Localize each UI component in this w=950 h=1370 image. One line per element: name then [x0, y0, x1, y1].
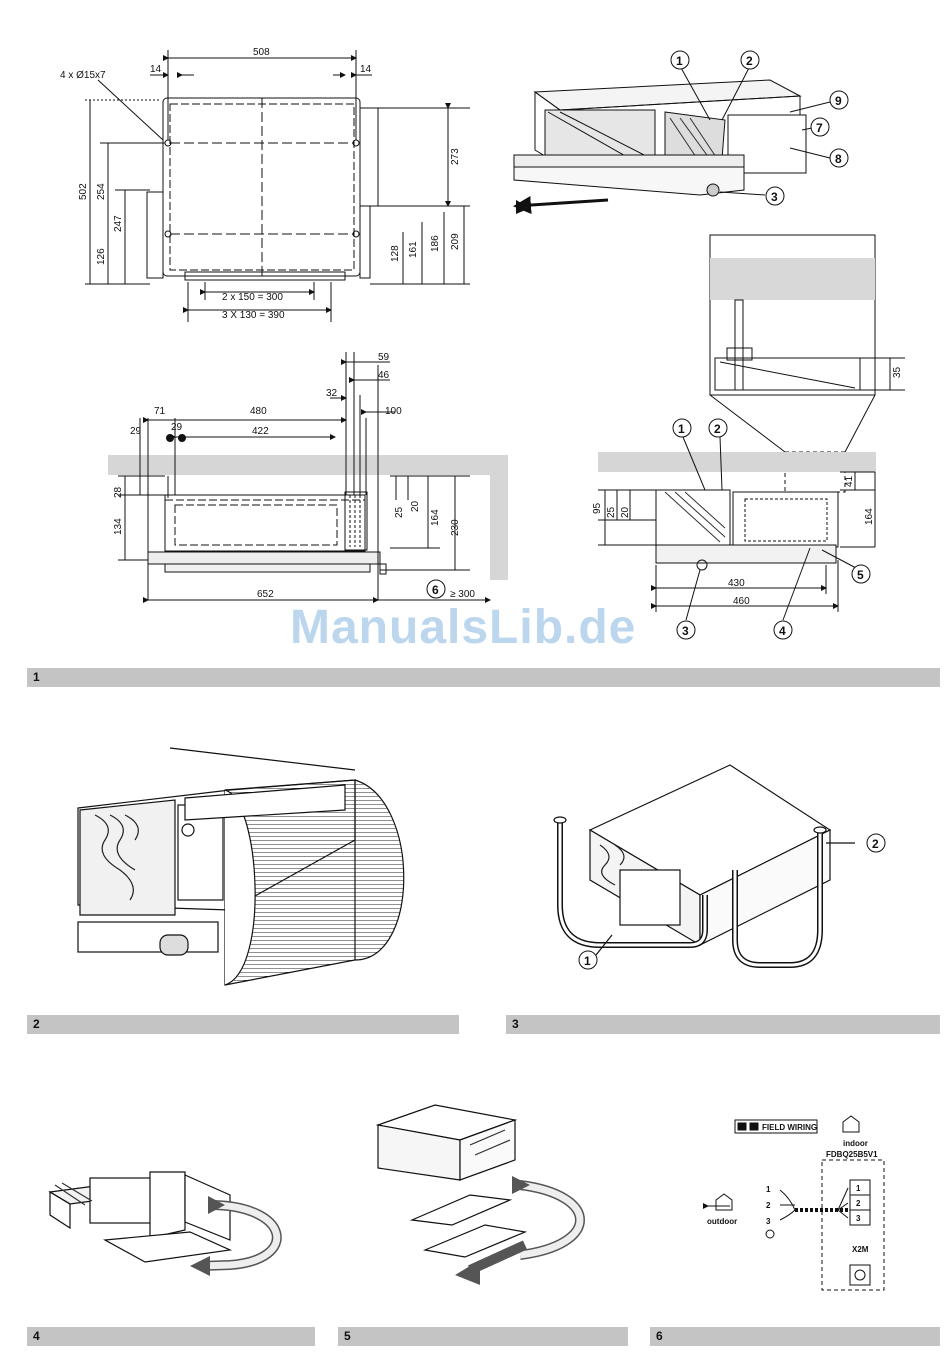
callout-1: 1 — [678, 422, 685, 436]
callout-8: 8 — [835, 152, 842, 166]
fig4-panel-rotate — [50, 1172, 277, 1276]
watermark: ManualsLib.de — [290, 600, 636, 655]
terminal-2: 2 — [856, 1199, 861, 1208]
dim-126: 126 — [96, 248, 107, 265]
terminal-3: 3 — [856, 1214, 861, 1223]
fig1-duct-view-labels: 35 95 25 20 41 164 430 460 1 2 3 4 5 — [592, 366, 903, 639]
fig3-unit-lifting — [554, 765, 855, 965]
dim-95: 95 — [592, 502, 603, 514]
fig5-panel-rotate — [378, 1105, 580, 1285]
dim-209: 209 — [450, 233, 461, 250]
callout-3: 3 — [771, 190, 778, 204]
fig1-duct-view — [598, 235, 905, 620]
callout-2: 2 — [746, 54, 753, 68]
callout-9: 9 — [835, 94, 842, 108]
dim-164: 164 — [864, 508, 875, 525]
fig2-filter-install — [78, 748, 404, 985]
terminal-block-label: X2M — [852, 1245, 869, 1254]
fig1-side-view — [108, 352, 508, 600]
dim-spacing-a: 2 x 150 = 300 — [222, 292, 283, 303]
dim-134: 134 — [113, 518, 124, 535]
fig6-labels: FIELD WIRING indoor FDBQ25B5V1 outdoor 1… — [707, 1123, 878, 1254]
callout-1: 1 — [676, 54, 683, 68]
holes-label: 4 x Ø15x7 — [60, 70, 106, 81]
dim-14-left: 14 — [150, 64, 162, 75]
dim-71: 71 — [154, 406, 166, 417]
model-label: FDBQ25B5V1 — [826, 1150, 878, 1159]
dim-35: 35 — [892, 366, 903, 378]
clearance-300: ≥ 300 — [450, 589, 475, 600]
dim-460: 460 — [733, 596, 750, 607]
dim-spacing-b: 3 X 130 = 390 — [222, 310, 285, 321]
dim-20: 20 — [410, 500, 421, 512]
wire-2: 2 — [766, 1201, 771, 1210]
dim-273: 273 — [450, 148, 461, 165]
indoor-label: indoor — [843, 1139, 868, 1148]
dim-480: 480 — [250, 406, 267, 417]
wire-1: 1 — [766, 1185, 771, 1194]
dim-28: 28 — [113, 486, 124, 498]
dim-652: 652 — [257, 589, 274, 600]
dim-161: 161 — [408, 241, 419, 258]
dim-254: 254 — [96, 183, 107, 200]
terminal-1: 1 — [856, 1184, 861, 1193]
dim-230: 230 — [450, 519, 461, 536]
dim-164: 164 — [430, 509, 441, 526]
dim-430: 430 — [728, 578, 745, 589]
callout-5: 5 — [857, 568, 864, 582]
dim-46: 46 — [378, 370, 390, 381]
field-wiring-legend: FIELD WIRING — [762, 1123, 817, 1132]
dim-422: 422 — [252, 426, 269, 437]
dim-25: 25 — [394, 506, 405, 518]
dim-508: 508 — [253, 47, 270, 58]
callout-4: 4 — [779, 624, 786, 638]
fig1-top-view — [85, 50, 470, 322]
dim-59: 59 — [378, 352, 390, 363]
dim-25: 25 — [606, 506, 617, 518]
callout-1: 1 — [584, 954, 591, 968]
dim-29-left: 29 — [130, 426, 142, 437]
dim-32: 32 — [326, 388, 338, 399]
wire-3: 3 — [766, 1217, 771, 1226]
outdoor-label: outdoor — [707, 1217, 737, 1226]
dim-100: 100 — [385, 406, 402, 417]
callout-7: 7 — [816, 121, 823, 135]
dim-41: 41 — [844, 475, 855, 487]
dim-14-right: 14 — [360, 64, 372, 75]
dim-128: 128 — [390, 245, 401, 262]
callout-6: 6 — [432, 583, 439, 597]
dim-29-right: 29 — [171, 422, 183, 433]
callout-2: 2 — [714, 422, 721, 436]
callout-2: 2 — [872, 837, 879, 851]
dim-20: 20 — [620, 506, 631, 518]
callout-3: 3 — [682, 624, 689, 638]
dim-186: 186 — [430, 235, 441, 252]
dim-247: 247 — [113, 215, 124, 232]
dim-502: 502 — [78, 183, 89, 200]
